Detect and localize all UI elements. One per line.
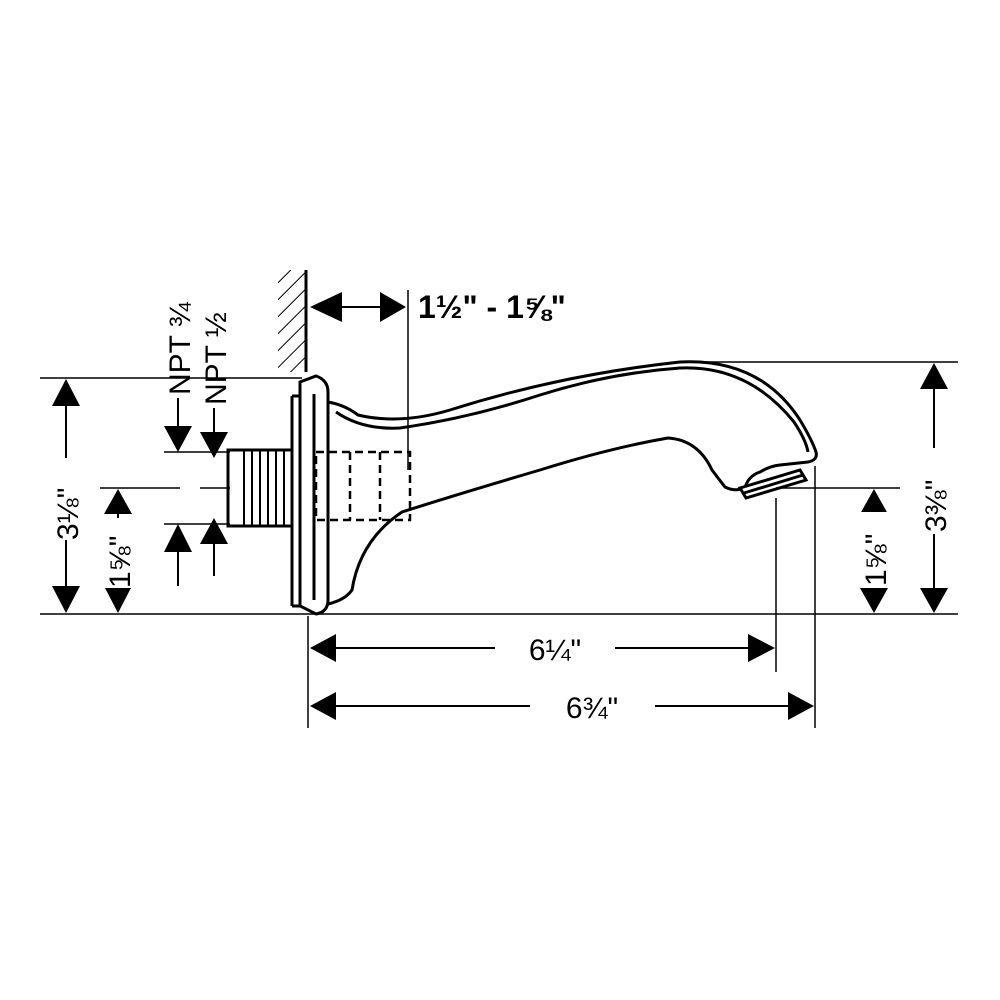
wall — [278, 270, 308, 372]
thread-center-height-dimension: 1⅝" — [102, 489, 137, 613]
overall-height-dimension: 3⅛" — [50, 379, 85, 613]
spout-outlet — [737, 468, 809, 500]
spout-body — [327, 360, 818, 606]
overall-length-label: 6¾" — [566, 692, 618, 725]
npt-small-label: NPT ½ — [200, 312, 233, 405]
wall-gap-label: 1½" - 1⅝" — [418, 289, 566, 325]
npt-thread-callouts: NPT ¾ NPT ½ — [164, 301, 233, 586]
threaded-connector — [226, 448, 294, 528]
spout-height-label: 3⅜" — [920, 480, 953, 532]
overall-length-dimension: 6¾" — [310, 692, 814, 725]
extension-lines — [40, 361, 958, 728]
npt-large-label: NPT ¾ — [164, 301, 197, 395]
overall-height-label: 3⅛" — [52, 488, 85, 540]
wall-gap-dimension: 1½" - 1⅝" — [310, 289, 566, 470]
outlet-height-label: 1⅝" — [860, 534, 893, 586]
thread-center-height-label: 1⅝" — [104, 536, 137, 588]
escutcheon — [290, 374, 330, 616]
spout-height-dimension: 3⅜" — [918, 363, 953, 613]
hidden-connector — [314, 450, 412, 522]
length-to-outlet-label: 6¼" — [529, 634, 581, 667]
length-to-outlet-dimension: 6¼" — [310, 634, 775, 667]
outlet-height-dimension: 1⅝" — [858, 489, 893, 613]
